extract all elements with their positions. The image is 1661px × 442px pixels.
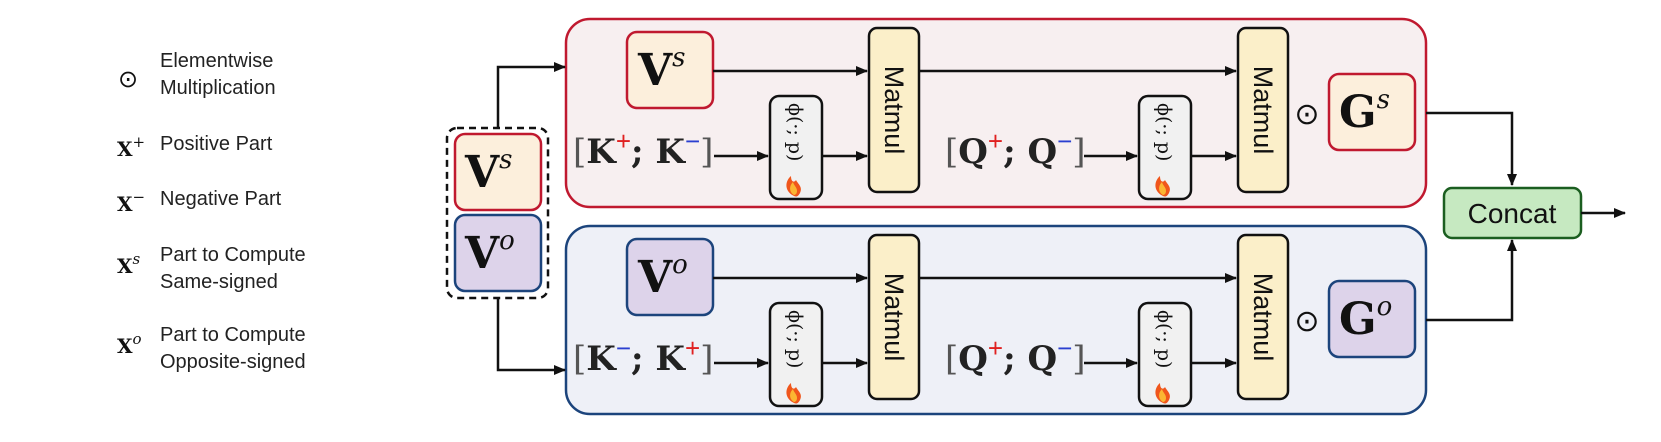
svg-text:Vo: Vo [637,250,688,303]
top-v-base: V [637,45,673,96]
bottom-phi1-box [768,301,824,408]
top-g-base: G [1339,87,1377,138]
legend-negative-label: Negative Part [160,188,282,210]
bottom-matmul1-label: Matmul [879,273,909,362]
top-g-box [1327,72,1417,152]
legend-elementwise-label-line2: Multiplication [160,77,276,99]
bottom-branch: Vo [K−; K+] ϕ(·; p) Matmul [Q+; Q−] ϕ(·;… [573,233,1417,408]
top-v-sup: s [672,43,685,73]
svg-text:X+: X+ [117,133,145,161]
legend: ⊙ Elementwise Multiplication X+ Positive… [117,50,306,373]
input-vs: Vs [453,132,543,212]
legend-same-label-line1: Part to Compute [160,244,306,266]
concat-label: Concat [1468,198,1557,229]
bottom-phi2-label: ϕ(·; p) [1153,310,1175,368]
top-branch: Vs [K+; K−] ϕ(·; p) Matmul [Q+; Q−] ϕ(·;… [573,26,1417,201]
svg-text:Vs: Vs [637,43,685,96]
legend-opposite-symbol: X [117,334,133,358]
arrow-bottom-to-concat [1426,239,1517,322]
top-matmul2-box [1236,26,1290,194]
legend-positive: X+ Positive Part [117,133,273,161]
bottom-matmul2-label: Matmul [1248,273,1278,362]
arrow-input-to-bottom [496,298,566,375]
bottom-q-expression: [Q+; Q−] [945,333,1086,379]
legend-same: Xs Part to Compute Same-signed [117,244,306,293]
top-phi2-label: ϕ(·; p) [1153,103,1175,161]
legend-negative-sup: − [133,188,146,206]
legend-elementwise: ⊙ Elementwise Multiplication [118,50,276,99]
top-phi1-box [768,94,824,201]
top-phi2-box [1137,94,1193,201]
bottom-matmul2-box [1236,233,1290,401]
bottom-g-box [1327,279,1417,359]
top-k-expression: [K+; K−] [573,126,713,172]
bottom-g-base: G [1339,294,1377,345]
svg-text:Gs: Gs [1339,85,1390,138]
top-matmul1-label: Matmul [879,66,909,155]
top-odot-icon: ⊙ [1294,97,1319,132]
input-vo: Vo [453,213,543,293]
svg-text:Vo: Vo [464,226,515,279]
top-phi1-label: ϕ(·; p) [784,103,806,161]
svg-text:Vs: Vs [464,145,512,198]
arrow-input-to-top [496,62,566,128]
legend-opposite-label-line1: Part to Compute [160,324,306,346]
bottom-matmul1-box [867,233,921,401]
top-q-expression: [Q+; Q−] [945,126,1086,172]
odot-icon: ⊙ [118,65,138,93]
legend-negative: X− Negative Part [117,188,282,216]
legend-same-sup: s [133,250,141,268]
arrow-top-to-concat [1426,111,1517,186]
svg-text:X−: X− [117,188,145,216]
bottom-g-sup: o [1377,292,1393,322]
bottom-phi2-box [1137,301,1193,408]
input-vs-base: V [464,147,500,198]
bottom-odot-icon: ⊙ [1294,304,1319,339]
legend-positive-symbol: X [117,137,133,161]
legend-elementwise-label-line1: Elementwise [160,50,273,72]
bottom-k-expression: [K−; K+] [573,333,713,379]
legend-same-label-line2: Same-signed [160,271,278,293]
legend-positive-label: Positive Part [160,133,273,155]
bottom-phi1-label: ϕ(·; p) [784,310,806,368]
legend-opposite-sup: o [133,330,142,348]
legend-opposite-label-line2: Opposite-signed [160,351,306,373]
legend-same-symbol: X [117,254,133,278]
input-vs-sup: s [499,145,512,175]
svg-text:Go: Go [1339,292,1392,345]
legend-opposite: Xo Part to Compute Opposite-signed [117,324,306,373]
legend-negative-symbol: X [117,192,133,216]
input-vo-base: V [464,228,500,279]
top-matmul1-box [867,26,921,194]
bottom-v-base: V [637,252,673,303]
bottom-v-sup: o [672,250,688,280]
svg-text:Xs: Xs [117,250,141,278]
top-matmul2-label: Matmul [1248,66,1278,155]
svg-text:Xo: Xo [117,330,142,358]
input-vo-sup: o [499,226,515,256]
top-g-sup: s [1377,85,1390,115]
legend-positive-sup: + [133,133,146,151]
